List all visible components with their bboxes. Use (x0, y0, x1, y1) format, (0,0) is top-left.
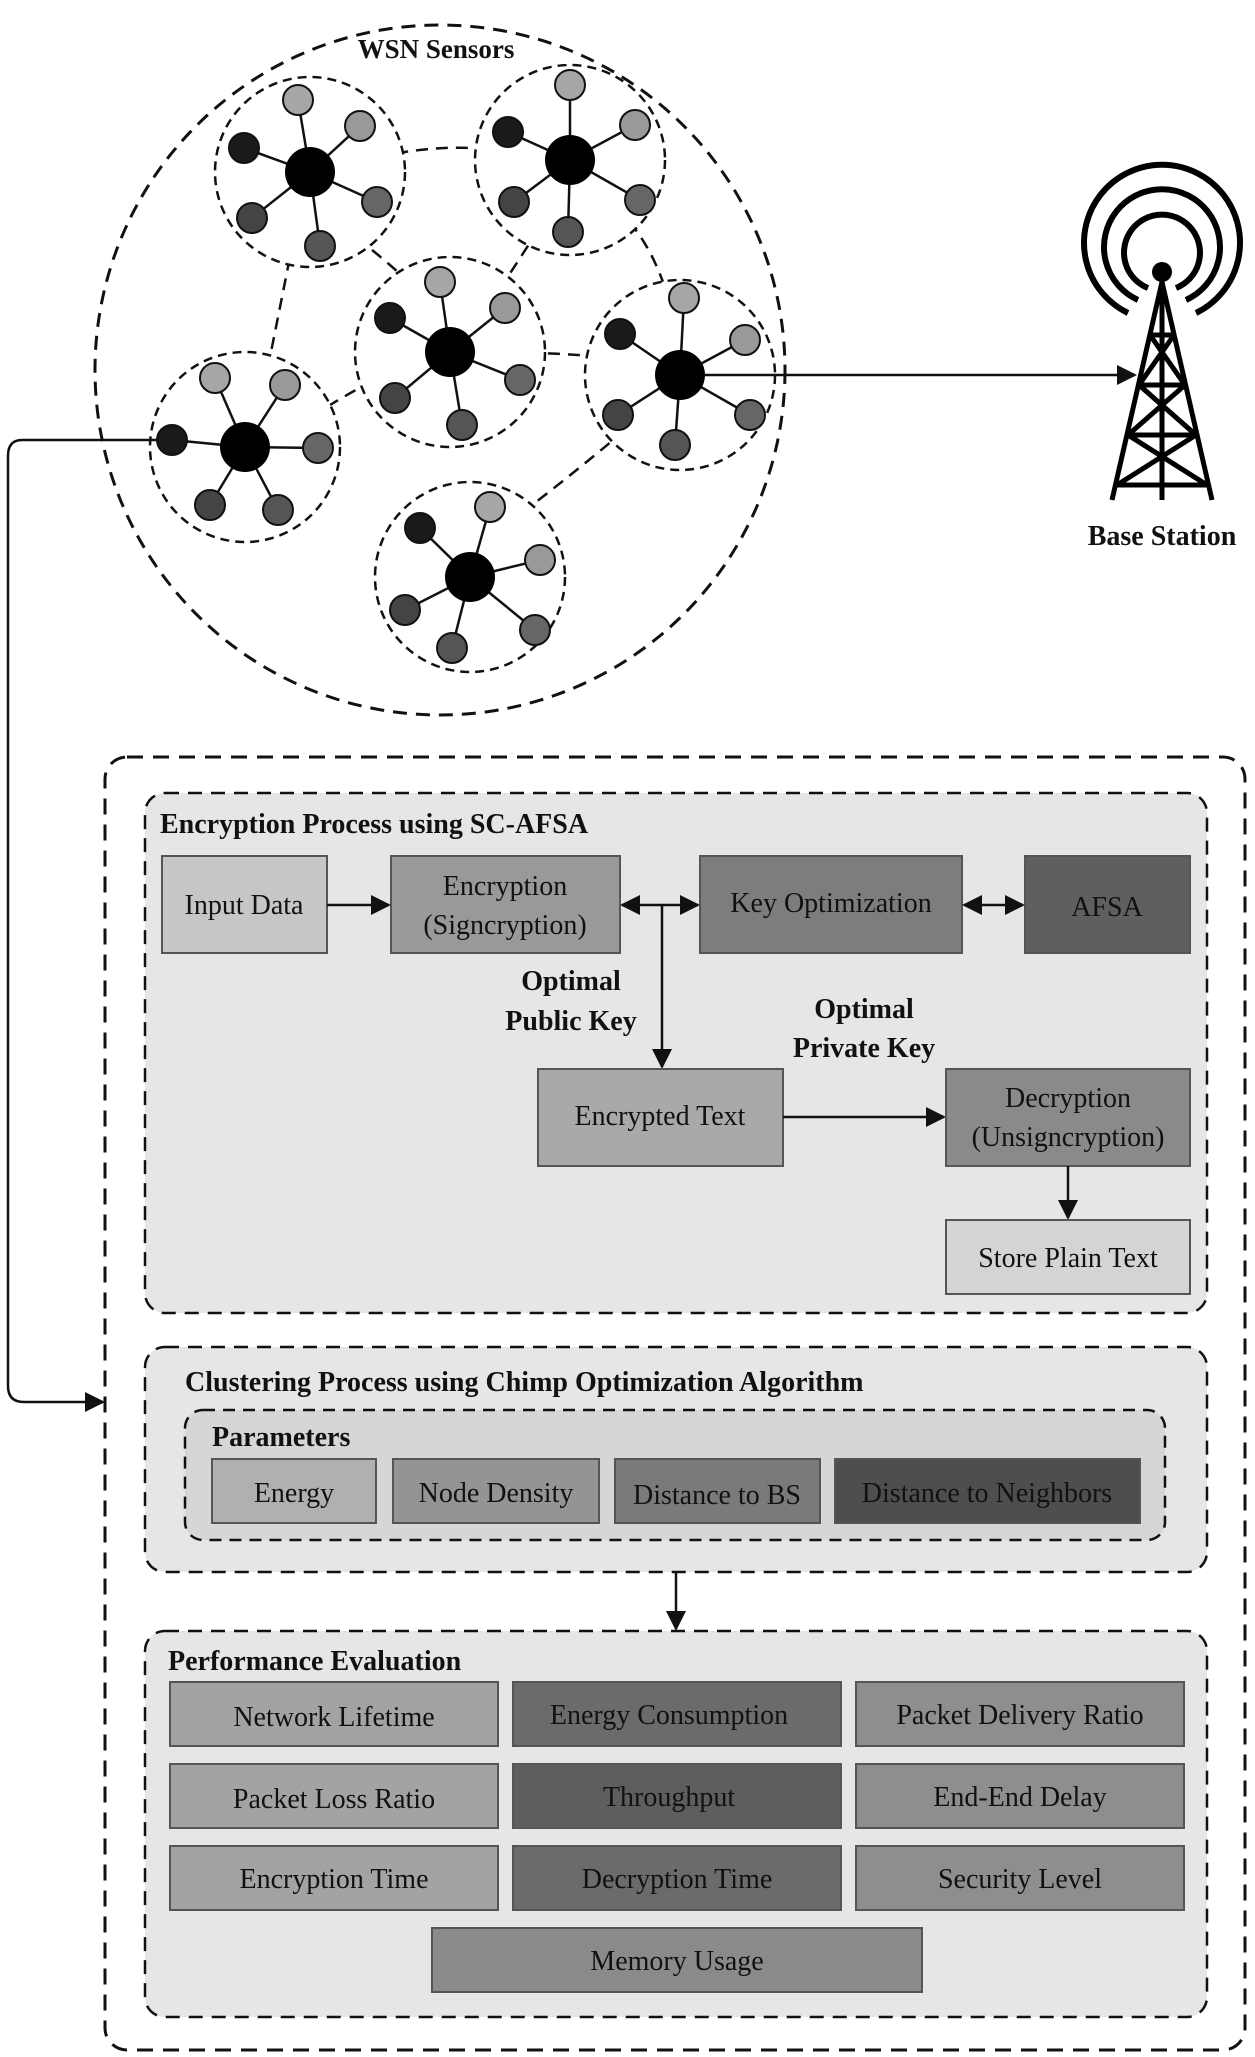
decryption-box: Decryption (Unsigncryption) (945, 1068, 1191, 1167)
sensor-cluster (353, 255, 547, 449)
input-data-label: Input Data (185, 890, 305, 921)
metric-memory-usage: Memory Usage (431, 1927, 923, 1993)
encrypted-text-box: Encrypted Text (537, 1068, 784, 1167)
metric-decryption-time: Decryption Time (512, 1845, 842, 1911)
parameter-distance-to-neighbors: Distance to Neighbors (834, 1458, 1141, 1524)
metric-encryption-time: Encryption Time (169, 1845, 499, 1911)
parameters-title: Parameters (212, 1422, 350, 1453)
metric-network-lifetime: Network Lifetime (169, 1681, 499, 1747)
performance-section-title: Performance Evaluation (168, 1646, 462, 1677)
clustering-section-title: Clustering Process using Chimp Optimizat… (185, 1367, 864, 1398)
metric-label: Throughput (603, 1782, 735, 1813)
parameter-label: Distance to Neighbors (862, 1478, 1112, 1509)
metric-end-end-delay: End-End Delay (855, 1763, 1185, 1829)
encryption-box: Encryption (Signcryption) (390, 855, 621, 954)
parameter-label: Energy (254, 1478, 334, 1509)
sensor-cluster (373, 480, 567, 674)
sensor-cluster (148, 350, 342, 544)
afsa-box: AFSA (1024, 855, 1191, 954)
optimal-public-key-label-2: Public Key (505, 1006, 636, 1037)
encryption-section-title: Encryption Process using SC-AFSA (160, 809, 589, 840)
wsn-sensors-region: WSN Sensors (93, 23, 787, 717)
sensor-cluster (583, 278, 777, 472)
key-optimization-box: Key Optimization (699, 855, 963, 954)
unsigncryption-label: (Unsigncryption) (972, 1122, 1165, 1153)
metric-label: Packet Loss Ratio (233, 1784, 435, 1815)
parameters-group: Parameters Energy Node Density Distance … (183, 1408, 1167, 1542)
encrypted-text-label: Encrypted Text (575, 1101, 746, 1132)
metric-label: Network Lifetime (233, 1702, 434, 1733)
key-optimization-label: Key Optimization (730, 888, 931, 919)
base-station-label: Base Station (1088, 521, 1237, 552)
base-station-tower-icon (1081, 161, 1243, 501)
parameter-distance-to-bs: Distance to BS (614, 1458, 821, 1524)
metric-throughput: Throughput (512, 1763, 842, 1829)
metric-security-level: Security Level (855, 1845, 1185, 1911)
optimal-public-key-label: Optimal (521, 966, 621, 997)
link-wsn-to-processing (6, 438, 157, 1412)
parameter-energy: Energy (211, 1458, 377, 1524)
performance-evaluation-section: Performance Evaluation Network Lifetime … (143, 1629, 1209, 2019)
optimal-private-key-label-2: Private Key (793, 1033, 935, 1064)
store-plain-text-label: Store Plain Text (978, 1243, 1158, 1274)
signcryption-label: (Signcryption) (423, 910, 586, 941)
metric-label: Encryption Time (239, 1864, 428, 1895)
optimal-private-key-label: Optimal (814, 994, 914, 1025)
encryption-label: Encryption (443, 871, 567, 902)
encryption-process-section: Encryption Process using SC-AFSA Input D… (143, 791, 1209, 1315)
metric-label: End-End Delay (933, 1782, 1106, 1813)
store-plain-text-box: Store Plain Text (945, 1219, 1191, 1295)
sensor-cluster (473, 63, 667, 257)
wsn-title: WSN Sensors (358, 34, 515, 64)
decryption-label: Decryption (1005, 1083, 1131, 1114)
input-data-box: Input Data (161, 855, 328, 954)
metric-packet-loss-ratio: Packet Loss Ratio (169, 1763, 499, 1829)
parameter-node-density: Node Density (392, 1458, 600, 1524)
afsa-label: AFSA (1071, 892, 1143, 923)
parameter-label: Distance to BS (633, 1480, 801, 1511)
metric-label: Decryption Time (582, 1864, 773, 1895)
metric-packet-delivery-ratio: Packet Delivery Ratio (855, 1681, 1185, 1747)
metric-label: Packet Delivery Ratio (896, 1700, 1143, 1731)
sensor-cluster (213, 75, 407, 269)
metric-label: Memory Usage (590, 1946, 763, 1977)
metric-label: Security Level (938, 1864, 1102, 1895)
metric-label: Energy Consumption (550, 1700, 788, 1731)
clustering-process-section: Clustering Process using Chimp Optimizat… (143, 1345, 1209, 1574)
metric-energy-consumption: Energy Consumption (512, 1681, 842, 1747)
parameter-label: Node Density (419, 1478, 574, 1509)
